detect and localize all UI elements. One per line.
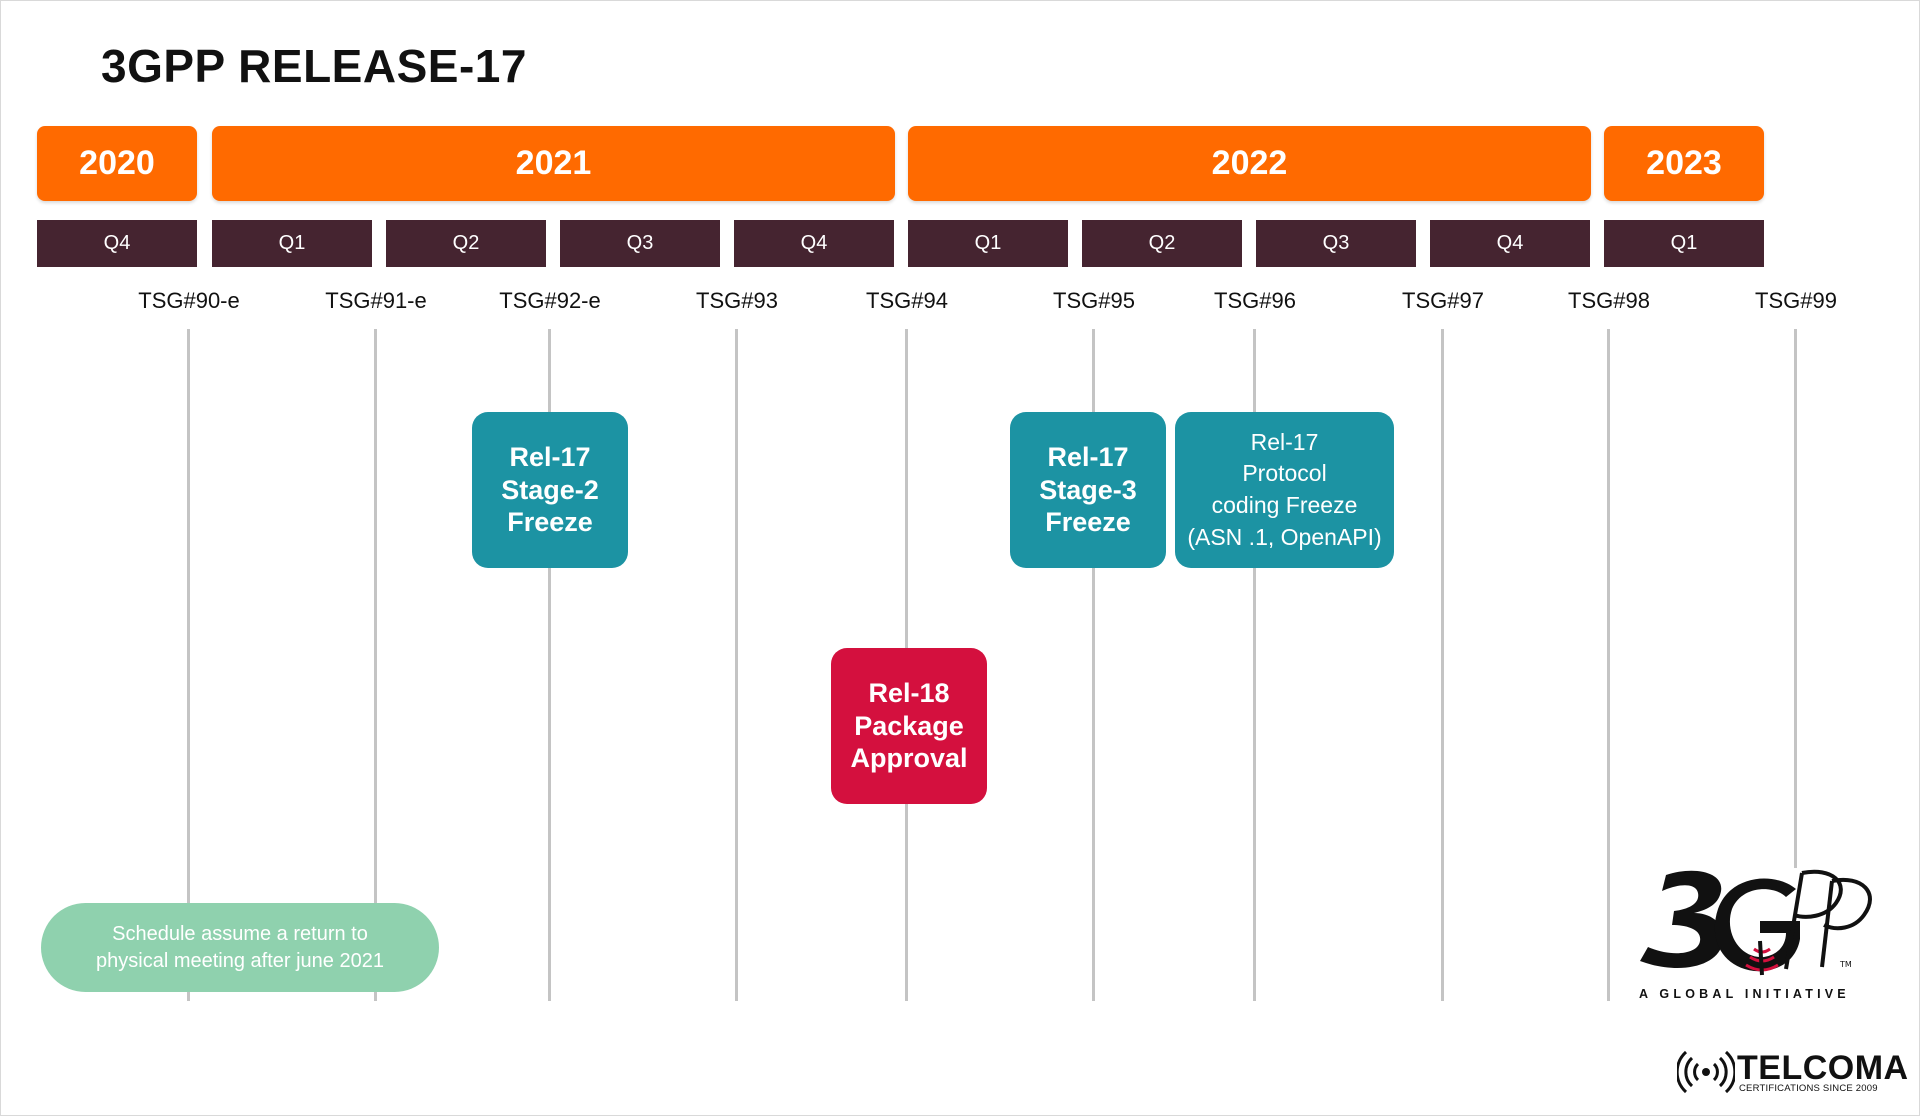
- milestone-rel17-protocol-coding-freeze: Rel-17 Protocol coding Freeze (ASN .1, O…: [1175, 412, 1394, 568]
- telcoma-logo: TELCOMA CERTIFICATIONS SINCE 2009: [1677, 1049, 1908, 1095]
- quarter-2022-q2: Q2: [1082, 220, 1242, 267]
- meeting-gridline: [1092, 329, 1095, 1001]
- svg-text:TM: TM: [1839, 960, 1852, 969]
- 3gpp-logo: TM A GLOBAL INITIATIVE: [1636, 863, 1876, 1013]
- 3gpp-tagline: A GLOBAL INITIATIVE: [1639, 987, 1850, 1001]
- year-2020-bar: 2020: [37, 126, 197, 201]
- broadcast-icon: [1677, 1050, 1735, 1094]
- meeting-label: TSG#91-e: [325, 288, 427, 313]
- meeting-gridline: [1607, 329, 1610, 1001]
- milestone-line: Stage-2: [501, 474, 599, 505]
- page-title: 3GPP RELEASE-17: [101, 40, 527, 92]
- milestone-line: Freeze: [507, 507, 593, 538]
- milestone-line: Freeze: [1045, 507, 1131, 538]
- meeting-gridline: [1253, 329, 1256, 1001]
- milestone-line: Package: [854, 710, 964, 741]
- meeting-label: TSG#94: [866, 288, 948, 313]
- year-2021-bar: 2021: [212, 126, 895, 201]
- milestone-line: Rel-18: [868, 678, 950, 709]
- meeting-label: TSG#99: [1755, 288, 1837, 313]
- milestone-rel18-package-approval: Rel-18 Package Approval: [831, 648, 987, 804]
- meeting-gridline: [735, 329, 738, 1001]
- meeting-gridline: [1441, 329, 1444, 1001]
- 3gpp-logo-mark-icon: TM: [1640, 869, 1872, 976]
- milestone-rel17-stage2-freeze: Rel-17 Stage-2 Freeze: [472, 412, 628, 568]
- meeting-label: TSG#98: [1568, 288, 1650, 313]
- milestone-line: Rel-17: [1047, 442, 1129, 473]
- quarter-2022-q4: Q4: [1430, 220, 1590, 267]
- meeting-label: TSG#95: [1053, 288, 1135, 313]
- brand-tagline: CERTIFICATIONS SINCE 2009: [1739, 1083, 1878, 1094]
- milestone-line: coding Freeze: [1211, 492, 1358, 518]
- milestone-line: Rel-17: [1250, 428, 1319, 455]
- meeting-label: TSG#92-e: [499, 288, 601, 313]
- milestone-line: Approval: [850, 743, 968, 774]
- meeting-gridline: [187, 329, 190, 1001]
- quarter-2022-q1: Q1: [908, 220, 1068, 267]
- milestone-line: Stage-3: [1039, 474, 1137, 505]
- meeting-label: TSG#90-e: [138, 288, 240, 313]
- note-line: Schedule assume a return to: [112, 922, 368, 945]
- quarter-2021-q2: Q2: [386, 220, 546, 267]
- milestone-line: Protocol: [1242, 460, 1327, 487]
- schedule-note: Schedule assume a return to physical mee…: [41, 903, 439, 992]
- quarter-2020-q4: Q4: [37, 220, 197, 267]
- milestone-rel17-stage3-freeze: Rel-17 Stage-3 Freeze: [1010, 412, 1166, 568]
- quarter-2022-q3: Q3: [1256, 220, 1416, 267]
- meeting-gridline: [374, 329, 377, 1001]
- brand-name: TELCOMA: [1737, 1049, 1909, 1087]
- quarter-2021-q3: Q3: [560, 220, 720, 267]
- meeting-label: TSG#97: [1402, 288, 1484, 313]
- milestone-line: (ASN .1, OpenAPI): [1187, 523, 1382, 550]
- year-2022-bar: 2022: [908, 126, 1591, 201]
- quarter-2023-q1: Q1: [1604, 220, 1764, 267]
- note-line: physical meeting after june 2021: [96, 949, 384, 972]
- milestone-line: Rel-17: [509, 442, 591, 473]
- meeting-gridline: [548, 329, 551, 1001]
- year-2023-bar: 2023: [1604, 126, 1764, 201]
- meeting-label: TSG#96: [1214, 288, 1296, 313]
- quarter-2021-q4: Q4: [734, 220, 894, 267]
- meeting-gridline: [1794, 329, 1797, 868]
- meeting-label: TSG#93: [696, 288, 778, 313]
- quarter-2021-q1: Q1: [212, 220, 372, 267]
